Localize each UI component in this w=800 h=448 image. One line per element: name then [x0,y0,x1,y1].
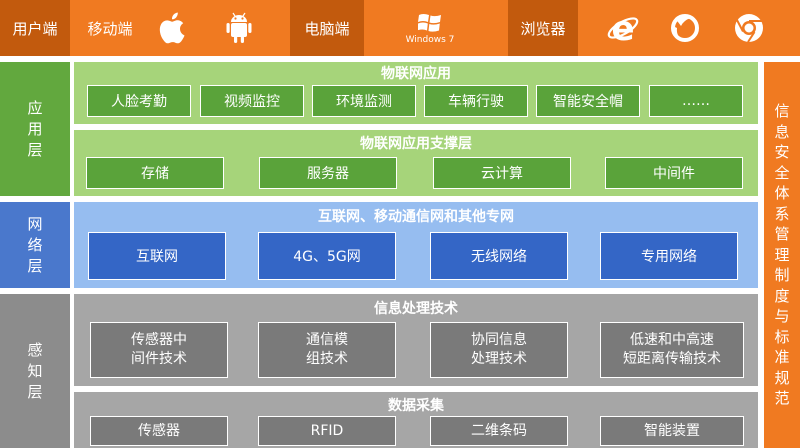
firefox-icon [660,0,710,56]
support-middleware: 中间件 [605,157,743,189]
app-environment-monitoring: 环境监测 [312,85,416,117]
svg-text:e: e [611,11,634,45]
iot-application-title: 物联网应用 [381,66,451,82]
app-face-attendance: 人脸考勤 [87,85,191,117]
windows-icon [418,13,441,32]
data-collection-title: 数据采集 [388,398,444,414]
support-server: 服务器 [259,157,397,189]
network-layer-label: 网络层 [0,202,70,288]
network-4g-5g: 4G、5G网 [258,232,396,280]
application-layer-label: 应用层 [0,62,70,196]
apple-icon [148,0,194,56]
chrome-icon [724,0,774,56]
collect-qr-code: 二维条码 [430,416,568,446]
browser-end-label: 浏览器 [508,0,578,56]
app-vehicle-driving: 车辆行驶 [424,85,528,117]
windows-logo: Windows 7 [398,0,462,56]
network-title: 互联网、移动通信网和其他专网 [318,209,514,225]
ie-icon: e [598,0,648,56]
windows-text: Windows 7 [405,34,455,45]
support-layer-title: 物联网应用支撑层 [360,136,472,152]
network-internet: 互联网 [88,232,226,280]
collect-smart-device: 智能装置 [600,416,744,446]
app-more: …… [649,85,743,117]
info-sensor-middleware: 传感器中间件技术 [90,322,228,378]
pc-end-label: 电脑端 [290,0,364,56]
user-end-label: 用户端 [0,0,70,56]
info-collaborative-processing: 协同信息处理技术 [430,322,568,378]
mobile-end-label: 移动端 [87,19,133,38]
info-short-range-transmission: 低速和中高速短距离传输技术 [600,322,744,378]
network-wireless: 无线网络 [430,232,568,280]
collect-rfid: RFID [258,416,396,446]
app-video-monitoring: 视频监控 [200,85,304,117]
support-cloud-computing: 云计算 [433,157,571,189]
support-storage: 存储 [86,157,224,189]
top-bar [0,0,800,56]
info-processing-title: 信息处理技术 [374,301,458,317]
perception-layer-label: 感知层 [0,294,70,448]
app-smart-helmet: 智能安全帽 [536,85,640,117]
collect-sensor: 传感器 [90,416,228,446]
android-icon [214,0,264,56]
info-communication-module: 通信模组技术 [258,322,396,378]
security-standards-bar: 信息安 全体系 管理制 度与标 准规范 [764,62,800,448]
network-private: 专用网络 [600,232,738,280]
